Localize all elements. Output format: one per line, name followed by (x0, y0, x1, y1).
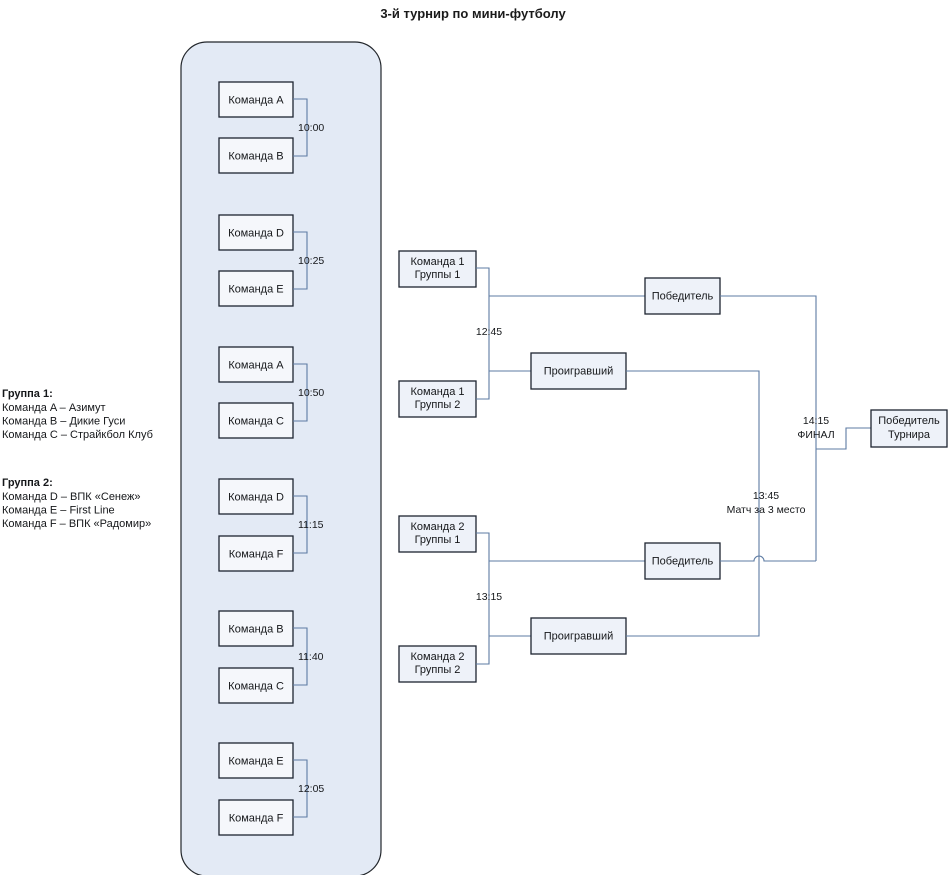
group-match: Команда E Команда F 12:05 (218, 742, 324, 836)
seed-box-upper-top[interactable] (398, 250, 477, 288)
page-title: 3-й турнир по мини-футболу (380, 6, 566, 21)
group-match-connector (293, 363, 308, 422)
winner-box-upper[interactable] (644, 277, 721, 315)
legend-group-1: Группа 1: Команда A – Азимут Команда B –… (2, 388, 153, 441)
semifinal-lower-spine (476, 532, 490, 665)
seed-box-lower-bottom[interactable] (398, 645, 477, 683)
group-match-team-box[interactable] (218, 214, 294, 251)
final-time: 14:15 (803, 415, 829, 427)
group-match-team-box[interactable] (218, 667, 294, 704)
legend-group-1-row: Команда B – Дикие Гуси (2, 415, 125, 427)
semifinal-upper-time: 12:45 (476, 326, 502, 338)
champion-label-line1: Победитель (878, 415, 940, 427)
seed-label-upper-bottom-line1: Команда 1 (411, 386, 465, 398)
loser-label-upper: Проигравший (544, 365, 614, 377)
group-match-time: 10:50 (298, 387, 324, 399)
legend-group-2-row: Команда F – ВПК «Радомир» (2, 518, 151, 530)
seed-label-lower-top-line1: Команда 2 (411, 521, 465, 533)
group-match-team-label: Команда C (228, 680, 284, 692)
group-match-team-label: Команда E (228, 755, 283, 767)
group-match-team-box[interactable] (218, 346, 294, 383)
winner-box-lower[interactable] (644, 542, 721, 580)
seed-label-lower-bottom-line2: Группы 2 (415, 664, 461, 676)
final-label: ФИНАЛ (797, 429, 834, 441)
winner-label-lower: Победитель (652, 555, 714, 567)
seed-label-upper-top-line1: Команда 1 (411, 256, 465, 268)
seed-label-lower-bottom-line1: Команда 2 (411, 651, 465, 663)
group-match: Команда D Команда F 11:15 (218, 478, 324, 572)
legend-group-2-heading: Группа 2: (2, 477, 53, 489)
group-match-team-label: Команда E (228, 283, 283, 295)
group-match-team-box[interactable] (218, 478, 294, 515)
champion-box[interactable] (870, 409, 948, 448)
group-match-team-label: Команда F (229, 548, 284, 560)
seed-label-upper-top-line2: Группы 1 (415, 269, 461, 281)
loser-label-lower: Проигравший (544, 630, 614, 642)
seed-box-lower-top[interactable] (398, 515, 477, 553)
legend-group-2-row: Команда E – First Line (2, 504, 115, 516)
group-match: Команда A Команда C 10:50 (218, 346, 324, 439)
loser-box-lower[interactable] (530, 617, 627, 655)
group-match-team-label: Команда B (228, 623, 283, 635)
third-place-label: Матч за 3 место (727, 504, 806, 516)
group-match-connector (293, 231, 308, 290)
third-place-time: 13:45 (753, 490, 779, 502)
group-match: Команда A Команда B 10:00 (218, 81, 324, 174)
group-match-time: 10:25 (298, 255, 324, 267)
semifinal-upper-spine (476, 267, 490, 400)
group-match: Команда D Команда E 10:25 (218, 214, 324, 307)
group-match-team-box[interactable] (218, 742, 294, 779)
seed-box-upper-bottom[interactable] (398, 380, 477, 418)
group-match-team-box[interactable] (218, 799, 294, 836)
legend-group-1-row: Команда C – Страйкбол Клуб (2, 429, 153, 441)
group-match-connector (293, 495, 308, 554)
champion-label-line2: Турнира (888, 429, 931, 441)
group-match: Команда B Команда C 11:40 (218, 610, 324, 704)
final-spine-upper (720, 295, 817, 561)
final-spine-lower-with-jump (720, 555, 816, 562)
group-match-team-box[interactable] (218, 137, 294, 174)
group-match-team-label: Команда B (228, 150, 283, 162)
group-match-team-label: Команда F (229, 812, 284, 824)
group-match-time: 11:40 (298, 651, 324, 663)
group-match-team-box[interactable] (218, 270, 294, 307)
group-match-time: 12:05 (298, 783, 324, 795)
legend-group-2: Группа 2: Команда D – ВПК «Сенеж» Команд… (2, 477, 151, 530)
loser-box-upper[interactable] (530, 352, 627, 390)
winner-label-upper: Победитель (652, 290, 714, 302)
group-match-team-label: Команда C (228, 415, 284, 427)
group-match-team-label: Команда D (228, 491, 284, 503)
group-match-time: 11:15 (298, 519, 324, 531)
group-match-connector (293, 627, 308, 686)
group-match-team-label: Команда A (228, 359, 284, 371)
seed-label-upper-bottom-line2: Группы 2 (415, 399, 461, 411)
legend-group-1-row: Команда A – Азимут (2, 402, 106, 414)
seed-label-lower-top-line2: Группы 1 (415, 534, 461, 546)
legend-group-2-row: Команда D – ВПК «Сенеж» (2, 491, 140, 503)
semifinal-lower-time: 13:15 (476, 591, 502, 603)
group-match-team-box[interactable] (218, 402, 294, 439)
third-place-spine (626, 370, 760, 637)
legend-group-1-heading: Группа 1: (2, 388, 53, 400)
group-match-time: 10:00 (298, 122, 324, 134)
group-match-connector (293, 98, 308, 157)
group-match-team-label: Команда D (228, 227, 284, 239)
final-to-champion-link (816, 427, 871, 450)
group-match-team-label: Команда A (228, 94, 284, 106)
group-match-connector (293, 759, 308, 818)
